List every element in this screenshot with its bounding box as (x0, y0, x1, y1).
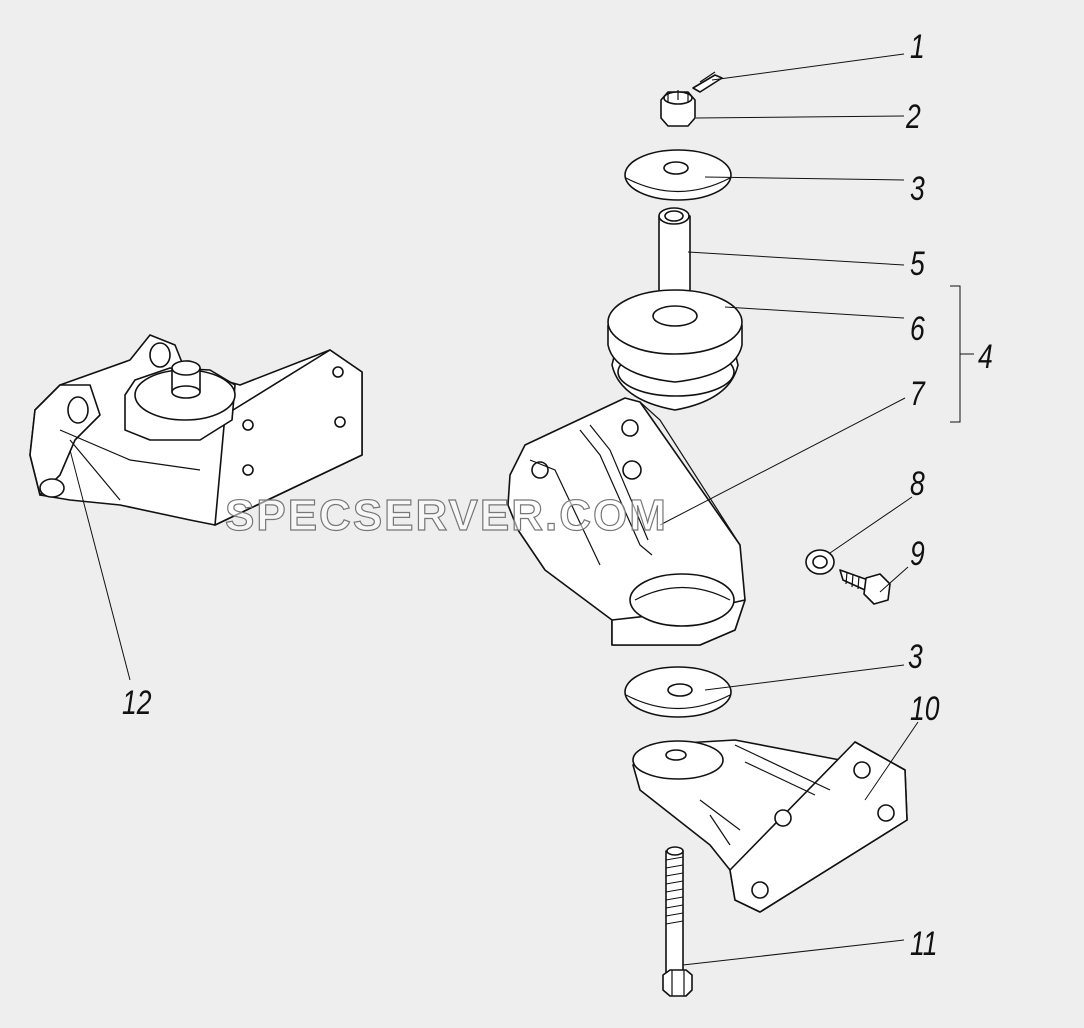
spring-washer (805, 549, 835, 575)
callout-6: 6 (910, 310, 925, 348)
lower-bracket (632, 739, 908, 913)
callout-9: 9 (910, 535, 925, 573)
callout-3-bottom: 3 (908, 638, 923, 676)
callout-1: 1 (910, 28, 925, 66)
callout-4: 4 (978, 338, 993, 376)
rubber-cushion (607, 289, 743, 411)
callout-7: 7 (910, 375, 926, 413)
callout-3-top: 3 (910, 170, 925, 208)
callout-labels: 1 2 3 5 6 4 7 8 9 3 10 11 12 (122, 28, 993, 963)
cotter-pin (692, 71, 723, 93)
callout-5: 5 (910, 245, 926, 283)
assembled-mount (29, 334, 363, 526)
bracket (507, 397, 746, 646)
callout-11: 11 (910, 925, 938, 963)
watermark-text: SPECSERVER.COM (225, 491, 668, 540)
callout-8: 8 (910, 465, 925, 503)
callout-10: 10 (910, 690, 940, 728)
castle-nut (660, 90, 696, 127)
callout-12: 12 (122, 684, 152, 722)
bolt-small (839, 569, 891, 605)
leader-lines (69, 53, 974, 966)
washer-top (624, 149, 732, 201)
washer-bottom (624, 666, 732, 718)
sleeve (658, 207, 691, 298)
long-bolt (662, 846, 693, 997)
callout-2: 2 (905, 98, 921, 136)
